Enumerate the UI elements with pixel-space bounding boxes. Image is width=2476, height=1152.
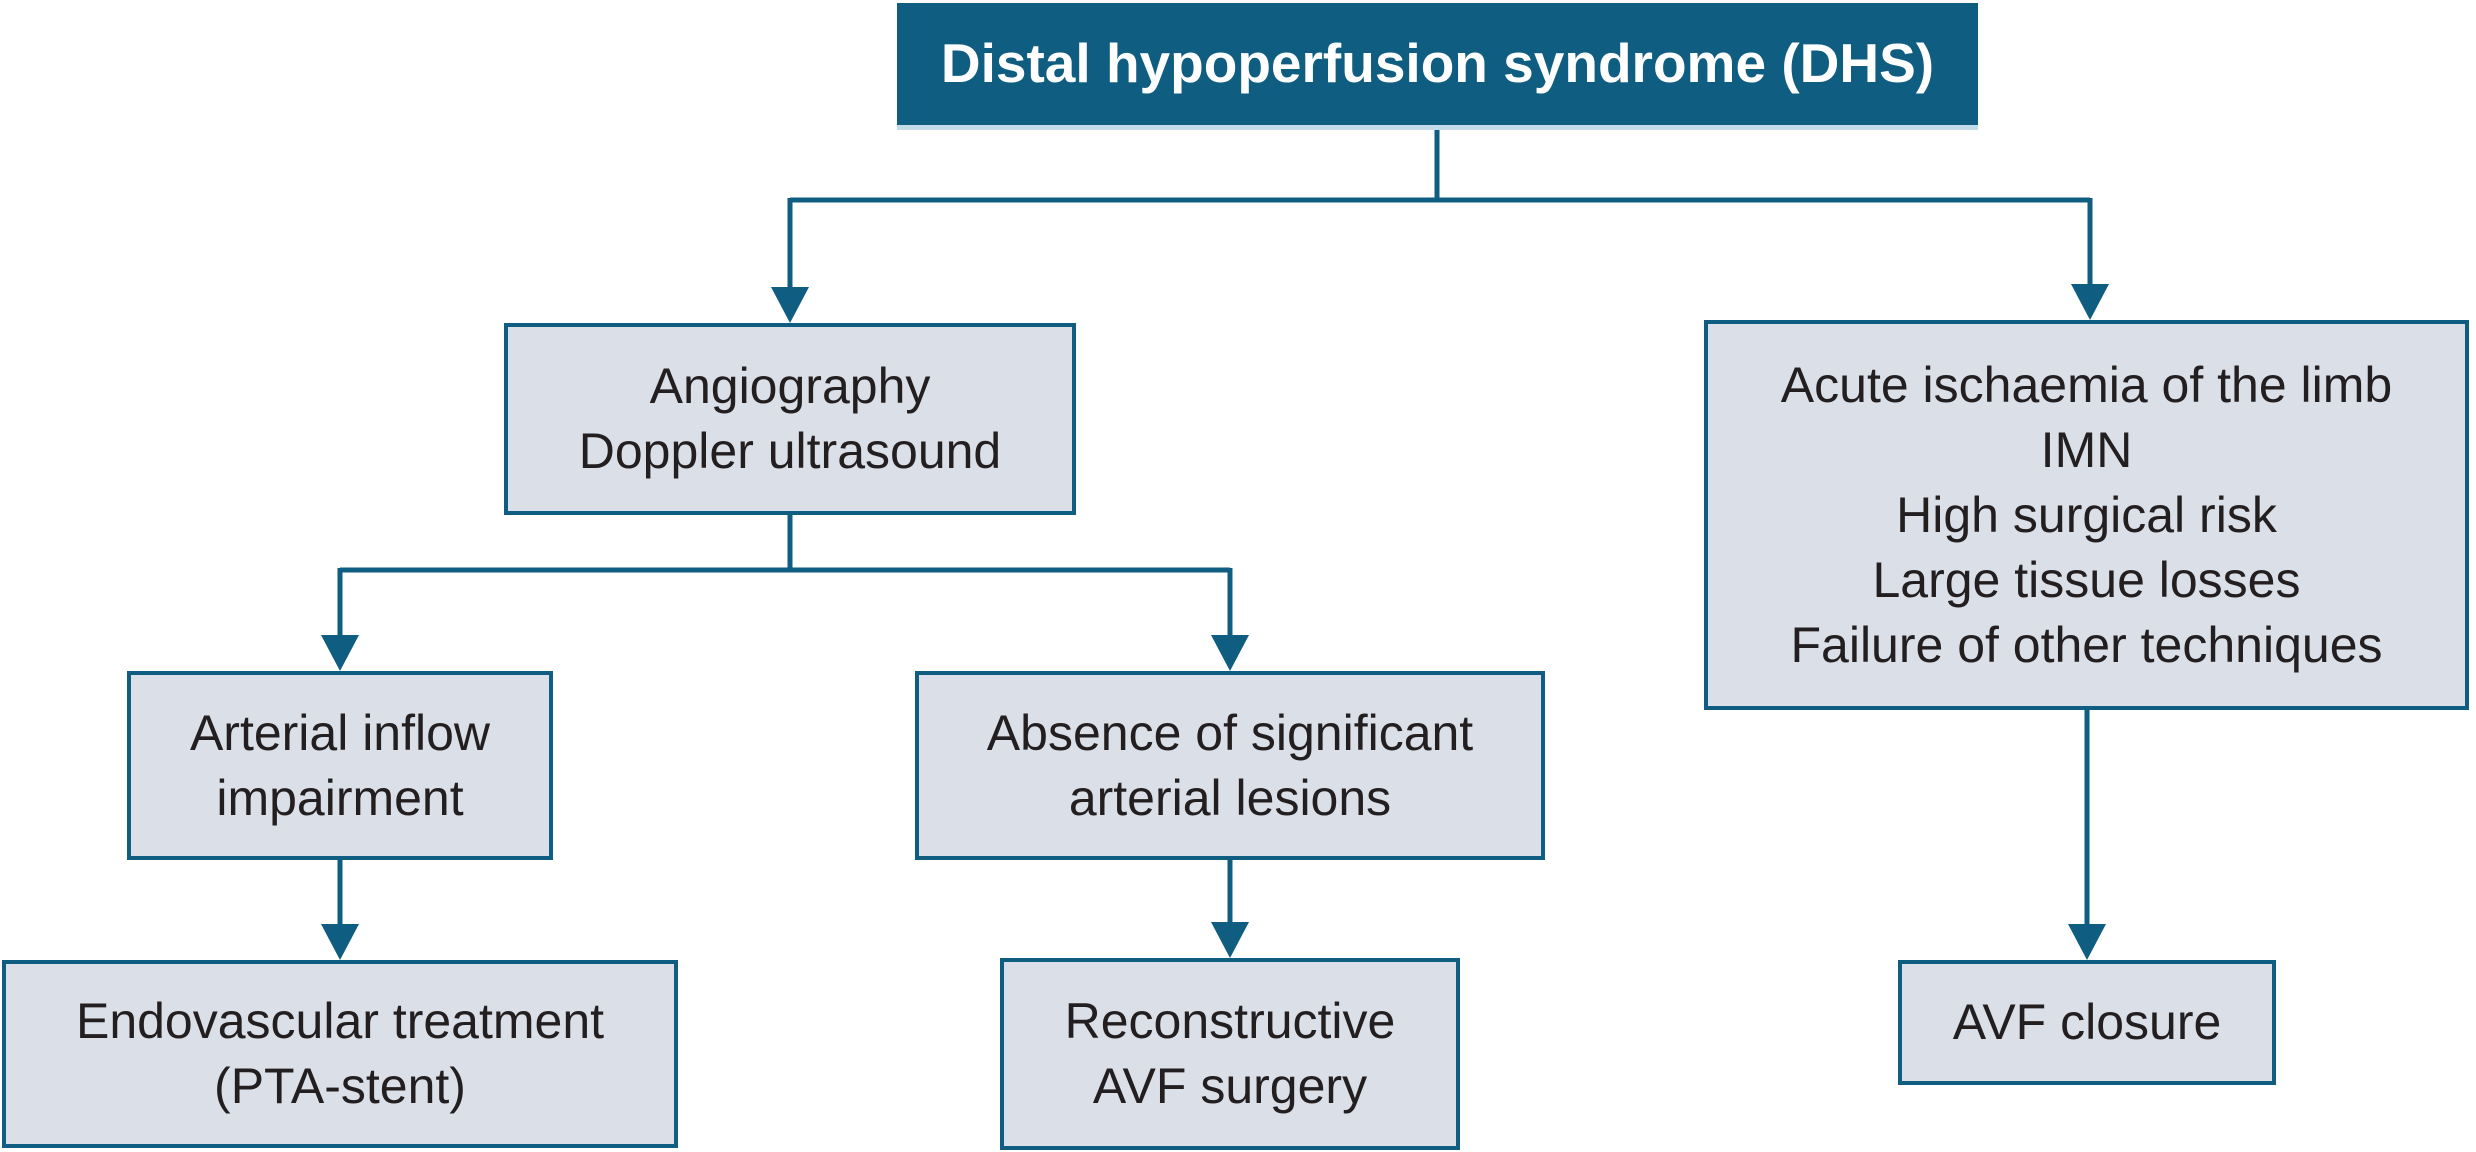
arrowhead-avf-closure — [2068, 924, 2106, 960]
node-arterial-inflow-line1: Arterial inflow — [189, 704, 491, 761]
node-absence-lesions: Absence of significant arterial lesions — [915, 671, 1545, 860]
node-reconstructive-surgery-line1: Reconstructive — [1064, 993, 1396, 1049]
connector-diagnostics-split — [337, 513, 1233, 640]
node-endovascular-treatment: Endovascular treatment (PTA-stent) — [2, 960, 678, 1148]
node-avf-closure: AVF closure — [1898, 960, 2276, 1085]
node-avf-closure-label: AVF closure — [1952, 994, 2222, 1050]
arrowhead-arterial — [321, 635, 359, 671]
arrowhead-absence — [1211, 635, 1249, 671]
node-absence-lesions-line2: arterial lesions — [1068, 769, 1392, 826]
connector-root-split — [787, 123, 2093, 292]
arrowhead-reconstructive — [1211, 922, 1249, 958]
node-indications: Acute ischaemia of the limb IMN High sur… — [1704, 320, 2469, 710]
node-diagnostics: Angiography Doppler ultrasound — [504, 323, 1076, 515]
node-reconstructive-surgery: Reconstructive AVF surgery — [1000, 958, 1460, 1150]
arrowhead-diagnostics — [771, 287, 809, 323]
node-arterial-inflow: Arterial inflow impairment — [127, 671, 553, 860]
node-reconstructive-surgery-line2: AVF surgery — [1092, 1058, 1368, 1114]
node-indications-line5: Failure of other techniques — [1790, 616, 2383, 673]
node-dhs-title-label: Distal hypoperfusion syndrome (DHS) — [940, 32, 1935, 95]
node-absence-lesions-line1: Absence of significant — [986, 704, 1474, 761]
node-arterial-inflow-line2: impairment — [216, 769, 464, 826]
arrowhead-indications — [2071, 284, 2109, 320]
node-endovascular-treatment-line2: (PTA-stent) — [214, 1058, 466, 1114]
arrowhead-endovascular — [321, 924, 359, 960]
node-endovascular-treatment-line1: Endovascular treatment — [75, 993, 605, 1049]
node-dhs-title: Distal hypoperfusion syndrome (DHS) — [897, 3, 1978, 125]
node-indications-line4: Large tissue losses — [1872, 551, 2301, 608]
node-diagnostics-line2: Doppler ultrasound — [578, 423, 1002, 479]
node-indications-line2: IMN — [2040, 421, 2133, 478]
node-indications-line3: High surgical risk — [1896, 486, 2277, 543]
node-indications-line1: Acute ischaemia of the limb — [1780, 356, 2393, 413]
node-diagnostics-line1: Angiography — [649, 358, 931, 414]
